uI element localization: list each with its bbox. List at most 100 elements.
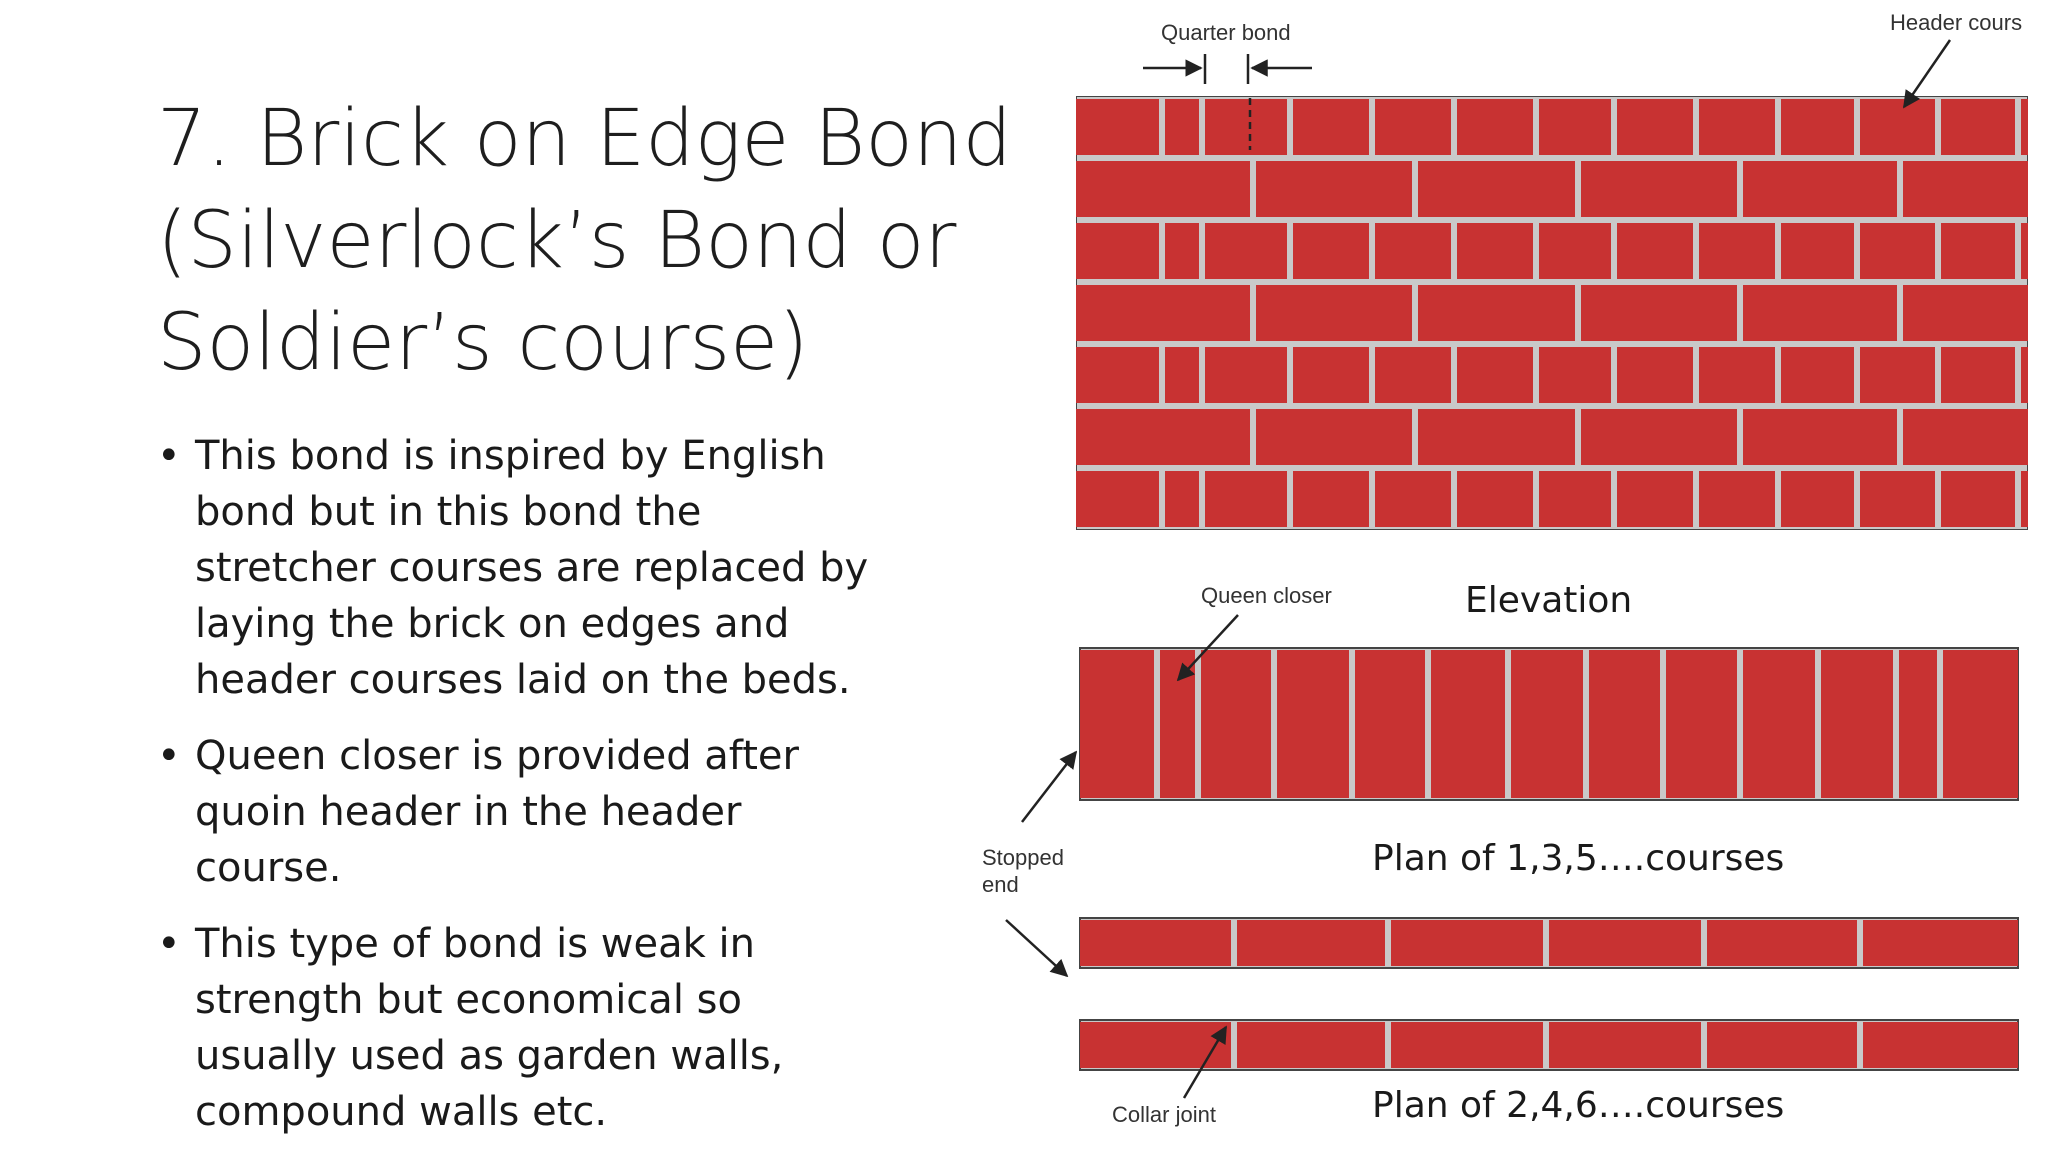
queen-closer-arrow (1176, 614, 1239, 682)
header-brick (1860, 471, 1935, 527)
plan-header-brick (1277, 650, 1349, 798)
brick-on-edge (1903, 409, 2028, 465)
header-brick (1293, 471, 1369, 527)
plan-header-brick (1355, 650, 1425, 798)
header-brick (1860, 99, 1935, 155)
bullet-list: • This bond is inspired by English bond … (157, 428, 917, 1160)
header-brick (1205, 99, 1287, 155)
title-line-1: 7. Brick on Edge Bond (157, 94, 1012, 184)
plan-header-brick (1821, 650, 1893, 798)
bullet-2-line-2: quoin header in the header (195, 789, 742, 835)
bullet-3-line-1: This type of bond is weak in (195, 921, 755, 967)
quarter-bond-label: Quarter bond (1161, 20, 1291, 45)
header-brick (1457, 347, 1533, 403)
bullet-item: • This type of bond is weak in strength … (157, 916, 917, 1140)
header-brick (1375, 471, 1451, 527)
queen-closer-label: Queen closer (1201, 583, 1332, 608)
header-brick (1293, 347, 1369, 403)
header-brick (1375, 347, 1451, 403)
brick-on-edge (1076, 409, 1250, 465)
header-brick (2021, 223, 2028, 279)
header-brick (1457, 471, 1533, 527)
brick-on-edge (1076, 161, 1250, 217)
brick-on-edge (1418, 409, 1575, 465)
plan-header-brick (1589, 650, 1660, 798)
header-brick (1375, 223, 1451, 279)
header-brick (1205, 471, 1287, 527)
slide-title: 7. Brick on Edge Bond (Silverlock’s Bond… (157, 88, 1017, 394)
plan-brick-on-edge (1707, 920, 1857, 966)
brick-on-edge (1256, 409, 1412, 465)
brick-on-edge (1256, 285, 1412, 341)
header-brick (1860, 223, 1935, 279)
header-brick (1781, 471, 1854, 527)
header-brick (2021, 99, 2028, 155)
stopped-end-arrow-down (1005, 919, 1069, 978)
header-brick (1860, 347, 1935, 403)
plan-brick-on-edge (1549, 1022, 1701, 1068)
header-course-label: Header cours (1890, 10, 2022, 35)
brick-on-edge (1903, 285, 2028, 341)
brick-on-edge (1743, 285, 1897, 341)
header-brick (1076, 347, 1159, 403)
plan-header-brick (1201, 650, 1271, 798)
header-brick (2021, 347, 2028, 403)
elevation-caption: Elevation (1465, 580, 1632, 621)
bullet-2-line-1: Queen closer is provided after (195, 733, 799, 779)
header-brick (1165, 471, 1199, 527)
bullet-3-line-2: strength but economical so (195, 977, 742, 1023)
brick-on-edge (1418, 285, 1575, 341)
plan-even-caption: Plan of 2,4,6….courses (1372, 1085, 1784, 1126)
header-brick (1941, 99, 2015, 155)
header-brick (1457, 223, 1533, 279)
bullet-3-line-3: usually used as garden walls, (195, 1033, 784, 1079)
plan-brick-on-edge (1391, 1022, 1543, 1068)
title-line-3: Soldier’s course) (157, 298, 809, 388)
plan-brick-on-edge (1080, 1022, 1231, 1068)
header-brick (1941, 347, 2015, 403)
header-brick (1699, 347, 1775, 403)
bullet-1-line-5: header courses laid on the beds. (195, 657, 851, 703)
bullet-item: • Queen closer is provided after quoin h… (157, 728, 917, 896)
header-brick (1699, 471, 1775, 527)
plan-odd-caption: Plan of 1,3,5….courses (1372, 838, 1784, 879)
plan-brick-on-edge (1863, 920, 2018, 966)
plan-brick-on-edge (1237, 1022, 1385, 1068)
header-course-arrow (1902, 39, 1952, 109)
plan-header-brick (1160, 650, 1195, 798)
brick-on-edge (1581, 285, 1737, 341)
brick-on-edge (1418, 161, 1575, 217)
plan-brick-on-edge (1549, 920, 1701, 966)
plan-header-brick (1511, 650, 1583, 798)
collar-joint-label: Collar joint (1112, 1102, 1216, 1127)
plan-brick-on-edge (1863, 1022, 2018, 1068)
elevation-wall (1076, 96, 2028, 530)
header-brick (1076, 99, 1159, 155)
header-brick (1699, 223, 1775, 279)
bullet-dot: • (157, 733, 181, 779)
plan-brick-on-edge (1237, 920, 1385, 966)
plan-header-brick (1431, 650, 1505, 798)
header-brick (2021, 471, 2028, 527)
plan-even-courses (1079, 917, 2019, 1071)
header-brick (1293, 99, 1369, 155)
header-brick (1165, 99, 1199, 155)
plan-header-brick (1899, 650, 1937, 798)
plan-header-brick (1080, 650, 1154, 798)
header-brick (1076, 223, 1159, 279)
brick-on-edge (1256, 161, 1412, 217)
header-brick (1539, 99, 1611, 155)
brick-on-edge (1743, 161, 1897, 217)
title-line-2: (Silverlock’s Bond or (157, 196, 957, 286)
stopped-end-label-line-1: Stopped (982, 845, 1064, 870)
plan-odd-courses (1079, 647, 2019, 801)
header-brick (1457, 99, 1533, 155)
plan-brick-on-edge (1391, 920, 1543, 966)
plan-brick-on-edge (1707, 1022, 1857, 1068)
bullet-1-line-1: This bond is inspired by English (195, 433, 826, 479)
plan-brick-on-edge (1080, 920, 1231, 966)
plan-header-brick (1943, 650, 2018, 798)
bullet-dot: • (157, 433, 181, 479)
bullet-dot: • (157, 921, 181, 967)
